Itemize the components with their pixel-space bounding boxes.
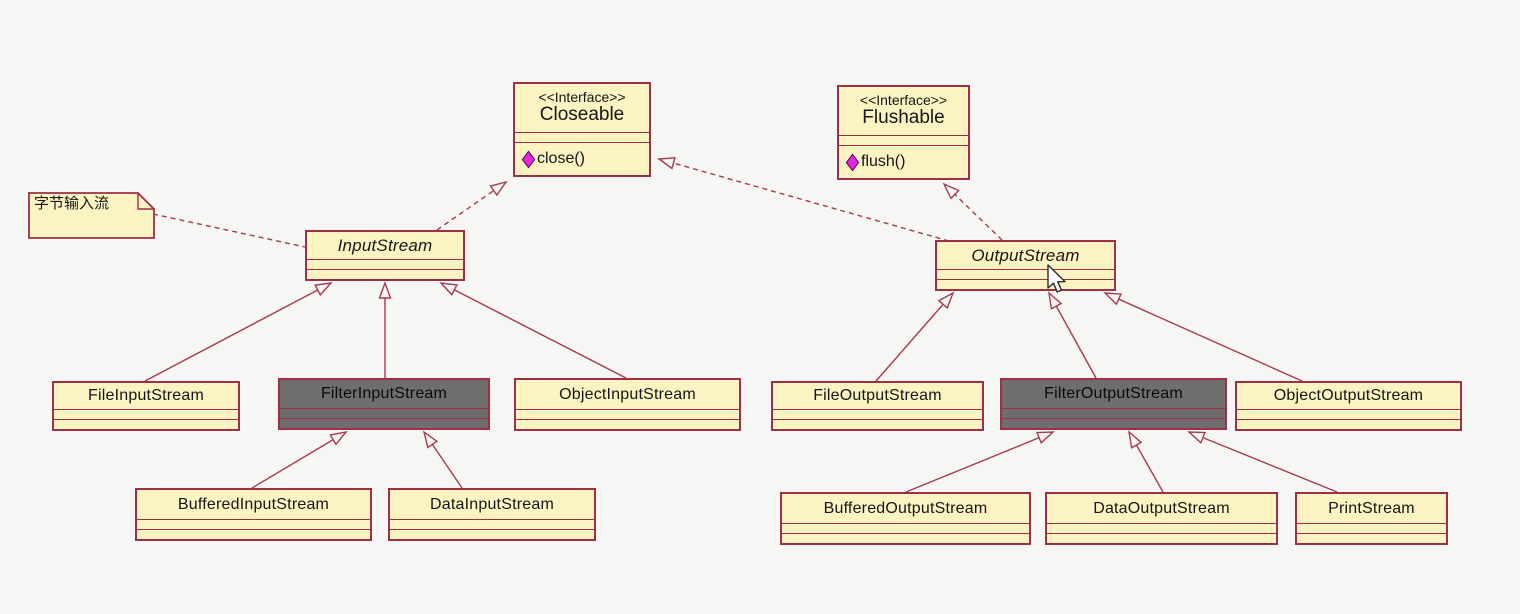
operations-compartment <box>54 419 238 429</box>
attributes-compartment <box>516 409 739 419</box>
generalization-objectoutputstream-outputstream[interactable] <box>1103 292 1303 382</box>
class-name: InputStream <box>337 235 433 255</box>
attributes-compartment <box>390 519 594 529</box>
operations-compartment <box>390 529 594 539</box>
method-label: close() <box>537 150 586 167</box>
generalization-objectinputstream-inputstream[interactable] <box>439 282 627 379</box>
note-attachment-edge[interactable] <box>152 213 306 248</box>
class-name: DataInputStream <box>430 495 554 513</box>
method-diamond-icon <box>521 150 536 168</box>
operations-compartment: close() <box>515 143 649 175</box>
realization-inputstream-closeable[interactable] <box>436 180 508 231</box>
generalization-datainputstream-filterinputstream[interactable] <box>422 430 463 489</box>
class-name: ObjectInputStream <box>559 385 696 403</box>
generalization-bufferedoutputstream-filteroutputstream[interactable] <box>905 431 1055 493</box>
interface-closeable[interactable]: <<Interface>> Closeable close() <box>513 82 651 177</box>
operations-compartment <box>1002 418 1225 428</box>
attributes-compartment <box>782 523 1029 533</box>
class-filteroutputstream[interactable]: FilterOutputStream <box>1000 378 1227 430</box>
class-name: PrintStream <box>1328 499 1415 517</box>
generalization-filteroutputstream-outputstream[interactable] <box>1048 291 1097 379</box>
generalization-fileoutputstream-outputstream[interactable] <box>875 291 955 382</box>
class-fileoutputstream[interactable]: FileOutputStream <box>771 381 984 431</box>
realization-outputstream-flushable[interactable] <box>942 182 1003 241</box>
operations-compartment <box>782 533 1029 543</box>
class-printstream[interactable]: PrintStream <box>1295 492 1448 545</box>
interface-title: <<Interface>> Closeable <box>515 84 649 133</box>
class-bufferedoutputstream[interactable]: BufferedOutputStream <box>780 492 1031 545</box>
operations-compartment <box>1047 533 1276 543</box>
operations-compartment <box>280 418 488 428</box>
operations-compartment <box>773 419 982 429</box>
interface-name: Flushable <box>862 107 945 129</box>
generalization-fileinputstream-inputstream[interactable] <box>144 282 333 382</box>
class-name: BufferedInputStream <box>177 495 330 513</box>
interface-flushable[interactable]: <<Interface>> Flushable flush() <box>837 85 970 180</box>
operations-compartment: flush() <box>839 146 968 178</box>
method-diamond-icon <box>845 153 860 171</box>
class-outputstream[interactable]: OutputStream <box>935 240 1116 291</box>
attributes-compartment <box>515 133 649 143</box>
attributes-compartment <box>1002 408 1225 418</box>
operations-compartment <box>1297 533 1446 543</box>
attributes-compartment <box>773 409 982 419</box>
note-byte-input-stream[interactable]: 字节输入流 <box>28 192 155 239</box>
note-text: 字节输入流 <box>34 195 110 212</box>
operations-compartment <box>1237 419 1460 429</box>
class-objectoutputstream[interactable]: ObjectOutputStream <box>1235 381 1462 431</box>
class-datainputstream[interactable]: DataInputStream <box>388 488 596 541</box>
class-name: ObjectOutputStream <box>1273 387 1424 404</box>
interface-title: <<Interface>> Flushable <box>839 87 968 136</box>
class-objectinputstream[interactable]: ObjectInputStream <box>514 378 741 431</box>
class-inputstream[interactable]: InputStream <box>305 230 465 281</box>
stereotype-label: <<Interface>> <box>859 91 948 108</box>
attributes-compartment <box>280 408 488 418</box>
operations-compartment <box>137 529 370 539</box>
class-name: FilterOutputStream <box>1044 385 1183 402</box>
attributes-compartment <box>1047 523 1276 533</box>
attributes-compartment <box>839 136 968 146</box>
operations-compartment <box>516 419 739 429</box>
class-name: DataOutputStream <box>1093 499 1230 517</box>
attributes-compartment <box>307 259 463 269</box>
generalization-dataoutputstream-filteroutputstream[interactable] <box>1127 430 1164 493</box>
class-name: BufferedOutputStream <box>823 499 988 517</box>
generalization-bufferedinputstream-filterinputstream[interactable] <box>251 430 348 489</box>
class-fileinputstream[interactable]: FileInputStream <box>52 381 240 431</box>
class-bufferedinputstream[interactable]: BufferedInputStream <box>135 488 372 541</box>
note-shape <box>28 192 155 239</box>
class-name: FileOutputStream <box>813 387 942 404</box>
stereotype-label: <<Interface>> <box>538 88 626 105</box>
interface-name: Closeable <box>539 104 625 126</box>
attributes-compartment <box>1297 523 1446 533</box>
attributes-compartment <box>937 269 1114 279</box>
mouse-cursor-icon <box>1047 264 1066 293</box>
operations-compartment <box>307 269 463 279</box>
class-filterinputstream[interactable]: FilterInputStream <box>278 378 490 430</box>
class-dataoutputstream[interactable]: DataOutputStream <box>1045 492 1278 545</box>
class-name: FilterInputStream <box>320 385 448 402</box>
class-name: FileInputStream <box>88 387 204 404</box>
attributes-compartment <box>1237 409 1460 419</box>
method-label: flush() <box>861 153 906 170</box>
class-name: OutputStream <box>971 245 1080 265</box>
generalization-printstream-filteroutputstream[interactable] <box>1187 431 1338 493</box>
operations-compartment <box>937 279 1114 289</box>
attributes-compartment <box>54 409 238 419</box>
attributes-compartment <box>137 519 370 529</box>
